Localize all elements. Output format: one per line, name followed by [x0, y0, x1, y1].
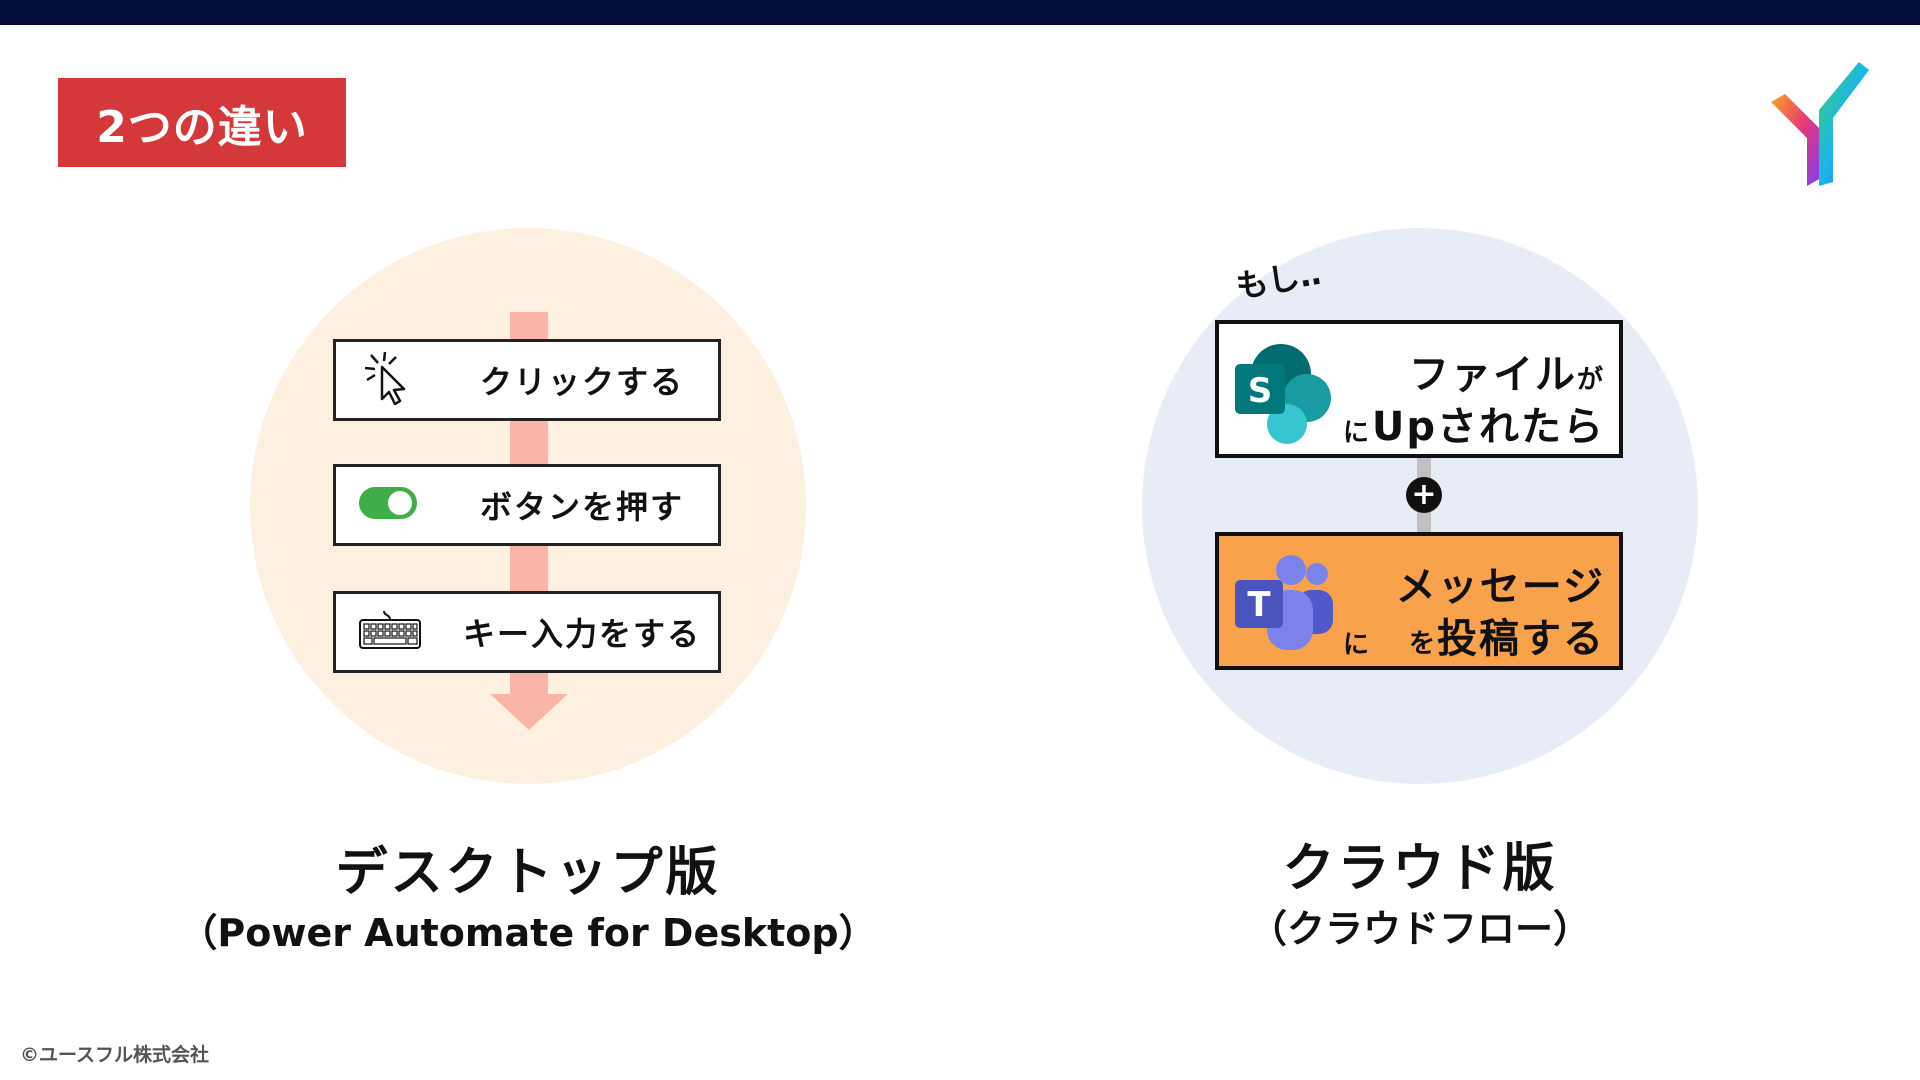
action-line2: を投稿する — [1409, 606, 1605, 664]
action-card: T に メッセージ を投稿する — [1215, 532, 1623, 670]
desktop-subtitle: （Power Automate for Desktop） — [179, 911, 877, 955]
keyboard-icon — [358, 610, 422, 654]
sharepoint-icon: S — [1231, 338, 1343, 454]
svg-text:S: S — [1248, 371, 1273, 411]
trigger-particle-ga: が — [1576, 365, 1605, 395]
trigger-card: S に ファイルが Upされたら — [1215, 320, 1623, 458]
action-label: クリックする — [479, 363, 684, 401]
plus-icon: + — [1406, 477, 1442, 513]
trigger-line2: Upされたら — [1371, 404, 1605, 450]
action-label: キー入力をする — [462, 615, 701, 653]
copyright: ©ユースフル株式会社 — [20, 1044, 210, 1066]
action-particle: に — [1343, 630, 1370, 660]
trigger-text: ファイル — [1408, 352, 1577, 398]
action-line1: メッセージ — [1395, 564, 1605, 610]
flow-arrow-head — [490, 694, 568, 730]
action-button: ボタンを押す — [333, 464, 721, 546]
cloud-subtitle: （クラウドフロー） — [1248, 907, 1591, 951]
desktop-title: デスクトップ版 — [335, 843, 721, 903]
company-logo — [1771, 62, 1869, 186]
action-click: クリックする — [333, 339, 721, 421]
teams-icon: T — [1231, 550, 1343, 666]
toggle-switch-icon — [358, 485, 418, 525]
cloud-title: クラウド版 — [1282, 839, 1558, 899]
top-bar — [0, 0, 1920, 25]
svg-text:T: T — [1247, 585, 1271, 625]
section-badge: 2つの違い — [58, 78, 346, 167]
cursor-click-icon — [358, 351, 416, 409]
action-label: ボタンを押す — [479, 488, 684, 526]
action-keyboard: キー入力をする — [333, 591, 721, 673]
trigger-particle: に — [1343, 418, 1370, 448]
action-text: 投稿する — [1437, 616, 1605, 662]
action-particle-wo: を — [1408, 629, 1437, 659]
trigger-line1: ファイルが — [1409, 342, 1605, 400]
